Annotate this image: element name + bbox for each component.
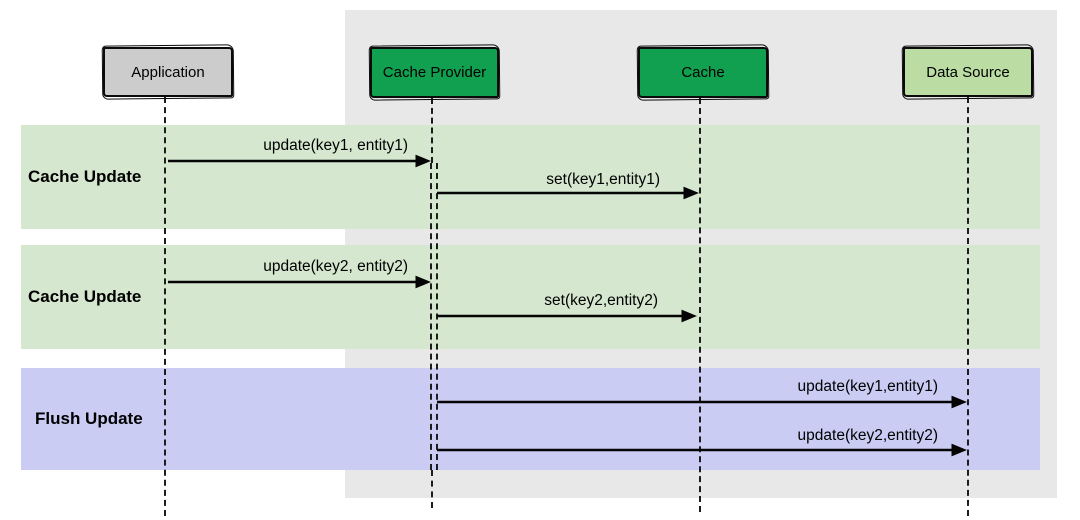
section-band-cache-update-1 bbox=[21, 125, 1040, 229]
lifeline-data-source bbox=[967, 97, 969, 516]
lifeline-cache bbox=[699, 98, 701, 512]
actor-application: Application bbox=[103, 47, 233, 97]
lifeline-cache-provider-top bbox=[431, 98, 433, 163]
section-band-cache-update-2 bbox=[21, 245, 1040, 349]
message-label-flush-key1: update(key1,entity1) bbox=[797, 378, 938, 395]
lifeline-application bbox=[164, 97, 166, 516]
activation-cache-provider bbox=[430, 163, 438, 470]
section-band-flush-update bbox=[21, 368, 1040, 470]
message-label-set-key2: set(key2,entity2) bbox=[544, 292, 658, 309]
actor-cache-provider: Cache Provider bbox=[370, 47, 499, 98]
message-label-set-key1: set(key1,entity1) bbox=[546, 171, 660, 188]
message-label-update-key2: update(key2, entity2) bbox=[263, 258, 408, 275]
actor-cache: Cache bbox=[638, 47, 768, 98]
section-label-cache-update-2: Cache Update bbox=[28, 287, 142, 306]
actor-cache-label: Cache bbox=[681, 64, 725, 81]
actor-cache-provider-label: Cache Provider bbox=[382, 64, 487, 81]
actor-data-source-label: Data Source bbox=[926, 63, 1010, 81]
section-label-cache-update-1: Cache Update bbox=[28, 167, 142, 186]
section-label-flush-update: Flush Update bbox=[35, 409, 143, 428]
message-label-update-key1: update(key1, entity1) bbox=[263, 137, 408, 154]
actor-data-source: Data Source bbox=[903, 47, 1033, 97]
actor-application-label: Application bbox=[131, 63, 205, 81]
message-label-flush-key2: update(key2,entity2) bbox=[797, 427, 938, 444]
lifeline-cache-provider-bottom bbox=[431, 470, 433, 508]
